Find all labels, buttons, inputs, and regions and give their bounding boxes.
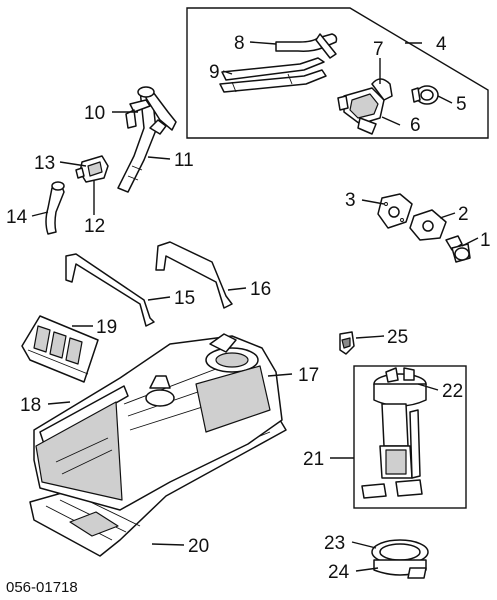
callout-6: 6 (410, 115, 421, 136)
callout-4: 4 (436, 34, 447, 55)
callout-23: 23 (324, 533, 345, 554)
part-3-sender-plate (377, 193, 413, 229)
callout-2: 2 (458, 204, 469, 225)
part-14-hose (45, 181, 65, 235)
callout-7: 7 (373, 39, 384, 60)
callout-1: 1 (480, 230, 491, 251)
callout-24: 24 (328, 562, 350, 583)
callout-25: 25 (387, 327, 408, 348)
part-9-tube-pair (219, 57, 327, 93)
callout-3: 3 (345, 190, 356, 211)
part-23-24-lock-ring (371, 539, 429, 579)
diagram-code: 056-01718 (6, 579, 78, 596)
callout-9: 9 (209, 62, 220, 83)
callout-20: 20 (188, 536, 209, 557)
callout-13: 13 (34, 153, 55, 174)
fuel-pump-group-frame (353, 365, 467, 509)
callout-10: 10 (84, 103, 105, 124)
part-1-drain-plug (445, 235, 471, 263)
part-11-filler-neck (117, 86, 177, 193)
callout-11: 11 (174, 150, 194, 171)
callout-14: 14 (6, 207, 28, 228)
callout-5: 5 (456, 94, 467, 115)
callout-19: 19 (96, 317, 117, 338)
vapor-parts-group-frame (186, 7, 489, 139)
part-16-tank-strap (155, 241, 233, 309)
callout-16: 16 (250, 279, 271, 300)
callout-17: 17 (298, 365, 319, 386)
callout-21: 21 (303, 449, 324, 470)
callout-15: 15 (174, 288, 195, 309)
part-21-22-fuel-pump-module (361, 367, 427, 499)
part-25-clip (339, 331, 355, 355)
part-5-clamp (411, 85, 439, 105)
part-15-tank-strap (65, 253, 155, 327)
part-8-hose (275, 33, 338, 59)
callout-12: 12 (84, 216, 105, 237)
callout-18: 18 (20, 395, 41, 416)
part-6-7-valve-assembly (337, 78, 393, 135)
part-18-fuel-tank (33, 333, 283, 511)
part-19-heat-shield (21, 315, 99, 383)
callout-22: 22 (442, 381, 463, 402)
part-12-13-check-valve (75, 155, 109, 183)
part-2-gasket (409, 209, 447, 241)
callout-8: 8 (234, 33, 245, 54)
